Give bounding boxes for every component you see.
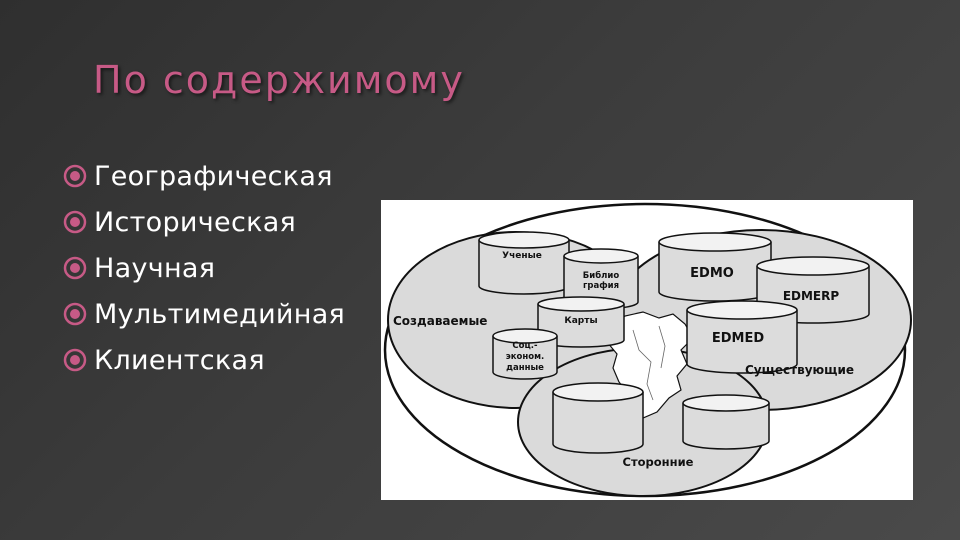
bullet-item: Историческая: [62, 199, 345, 245]
bibliography-label-line2: графия: [583, 281, 619, 291]
third-party-database-left: [552, 382, 644, 454]
maps-label: Карты: [564, 316, 597, 326]
database-diagram: Ученые Библио графия Карты Соц.- эконом.: [381, 200, 913, 500]
bullet-item: Мультимедийная: [62, 291, 345, 337]
bullet-text: Клиентская: [94, 344, 265, 376]
socio-label-line2: эконом.: [506, 352, 545, 362]
bullet-target-icon: [63, 256, 87, 280]
bibliography-label-line1: Библио: [583, 270, 620, 281]
scientists-label: Ученые: [502, 251, 542, 261]
edmed-database: EDMED: [686, 300, 798, 374]
third-party-region-label: Сторонние: [623, 455, 694, 469]
bullet-target-icon: [63, 302, 87, 326]
scientists-database: Ученые: [478, 231, 570, 295]
slide-title: По содержимому: [93, 58, 465, 102]
bullet-text: Мультимедийная: [94, 298, 346, 330]
existing-region-label: Существующие: [745, 363, 854, 377]
socio-label-line1: Соц.-: [512, 341, 538, 351]
bullet-text: Историческая: [94, 206, 297, 238]
bullet-item: Географическая: [62, 153, 345, 199]
bullet-target-icon: [63, 210, 87, 234]
bullet-list: Географическая Историческая Научная Муль…: [62, 153, 345, 383]
diagram-svg: Ученые Библио графия Карты Соц.- эконом.: [383, 202, 912, 498]
bullet-text: Географическая: [94, 160, 333, 192]
map-rivers: [632, 325, 666, 401]
maps-database: Карты: [537, 296, 625, 348]
bullet-target-icon: [63, 164, 87, 188]
socio-economic-database: Соц.- эконом. данные: [492, 328, 558, 380]
edmed-label: EDMED: [712, 331, 764, 346]
created-region-label: Создаваемые: [393, 314, 487, 328]
socio-label-line3: данные: [506, 363, 544, 373]
edmerp-label: EDMERP: [783, 289, 840, 303]
bullet-target-icon: [63, 348, 87, 372]
bullet-item: Научная: [62, 245, 345, 291]
third-party-database-right: [682, 394, 770, 450]
edmo-database: EDMO: [658, 232, 772, 302]
bibliography-database: Библио графия: [563, 248, 639, 310]
bullet-item: Клиентская: [62, 337, 345, 383]
bullet-text: Научная: [94, 252, 216, 284]
edmo-label: EDMO: [690, 266, 734, 281]
